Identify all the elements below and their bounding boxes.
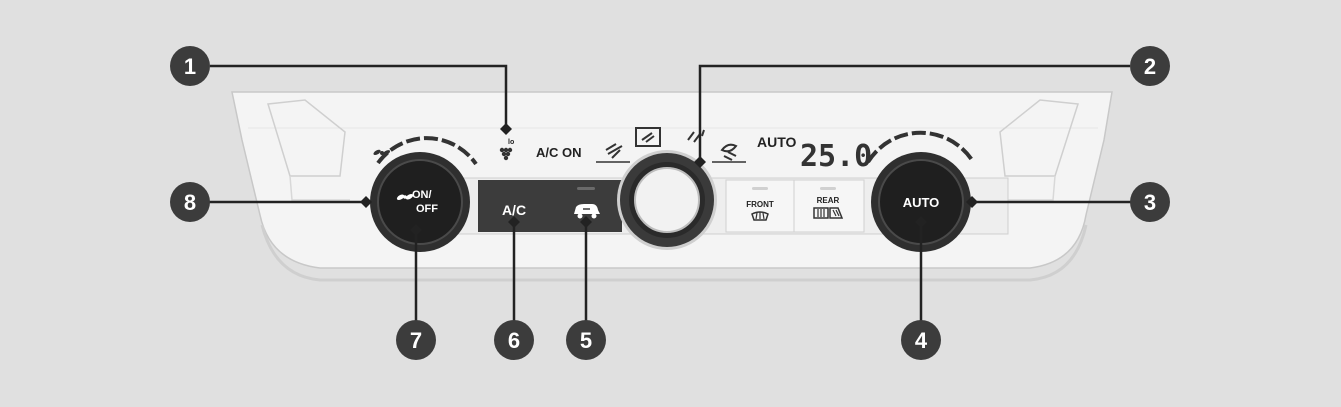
display-area: lo A/C ON AUTO 25.0	[373, 127, 872, 174]
recirc-sub-label: lo	[508, 139, 514, 146]
auto-button-label: AUTO	[903, 195, 940, 210]
front-defrost-button[interactable]: FRONT	[725, 179, 795, 233]
left-vent	[267, 99, 346, 177]
leader-lines	[206, 64, 1136, 322]
car-recirculation-icon	[574, 204, 600, 219]
rear-defrost-icon	[813, 207, 844, 219]
fan-icon	[396, 193, 414, 201]
callout-4: 4	[901, 320, 941, 360]
auto-indicator: AUTO	[757, 134, 797, 150]
callout-2: 2	[1130, 46, 1170, 86]
rear-defrost-label: REAR	[817, 196, 840, 205]
temperature-control-knob[interactable]: AUTO	[866, 130, 974, 252]
callout-8: 8	[170, 182, 210, 222]
mode-control-knob[interactable]	[617, 150, 717, 250]
rear-defrost-button[interactable]: REAR	[793, 179, 865, 233]
temperature-readout: 25.0	[800, 139, 872, 174]
svg-text:5: 5	[580, 328, 592, 353]
right-vent	[999, 99, 1079, 177]
floor-defrost-mode-icon	[720, 143, 738, 161]
leader-endpoints	[360, 123, 978, 236]
recirculation-indicator-icon: lo	[499, 139, 514, 161]
front-defrost-icon	[751, 211, 769, 221]
svg-text:7: 7	[410, 328, 422, 353]
svg-text:2: 2	[1144, 54, 1156, 79]
callout-6: 6	[494, 320, 534, 360]
fan-off-label: OFF	[416, 203, 438, 215]
bilevel-mode-icon	[635, 127, 661, 147]
svg-text:3: 3	[1144, 190, 1156, 215]
face-vent-mode-icon	[605, 143, 623, 159]
fan-control-knob[interactable]: ON/ OFF	[370, 136, 478, 252]
fan-on-label: ON/	[412, 189, 432, 201]
callouts: 1 2 3 4 5 6 7 8	[170, 46, 1170, 360]
callout-5: 5	[566, 320, 606, 360]
svg-text:4: 4	[915, 328, 928, 353]
ac-on-indicator: A/C ON	[536, 145, 582, 160]
callout-3: 3	[1130, 182, 1170, 222]
callout-1: 1	[170, 46, 210, 86]
ac-button-label: A/C	[502, 202, 526, 218]
front-defrost-label: FRONT	[746, 200, 774, 209]
callout-7: 7	[396, 320, 436, 360]
mode-indicators	[596, 127, 746, 163]
svg-text:1: 1	[184, 54, 196, 79]
svg-text:8: 8	[184, 190, 196, 215]
svg-text:6: 6	[508, 328, 520, 353]
